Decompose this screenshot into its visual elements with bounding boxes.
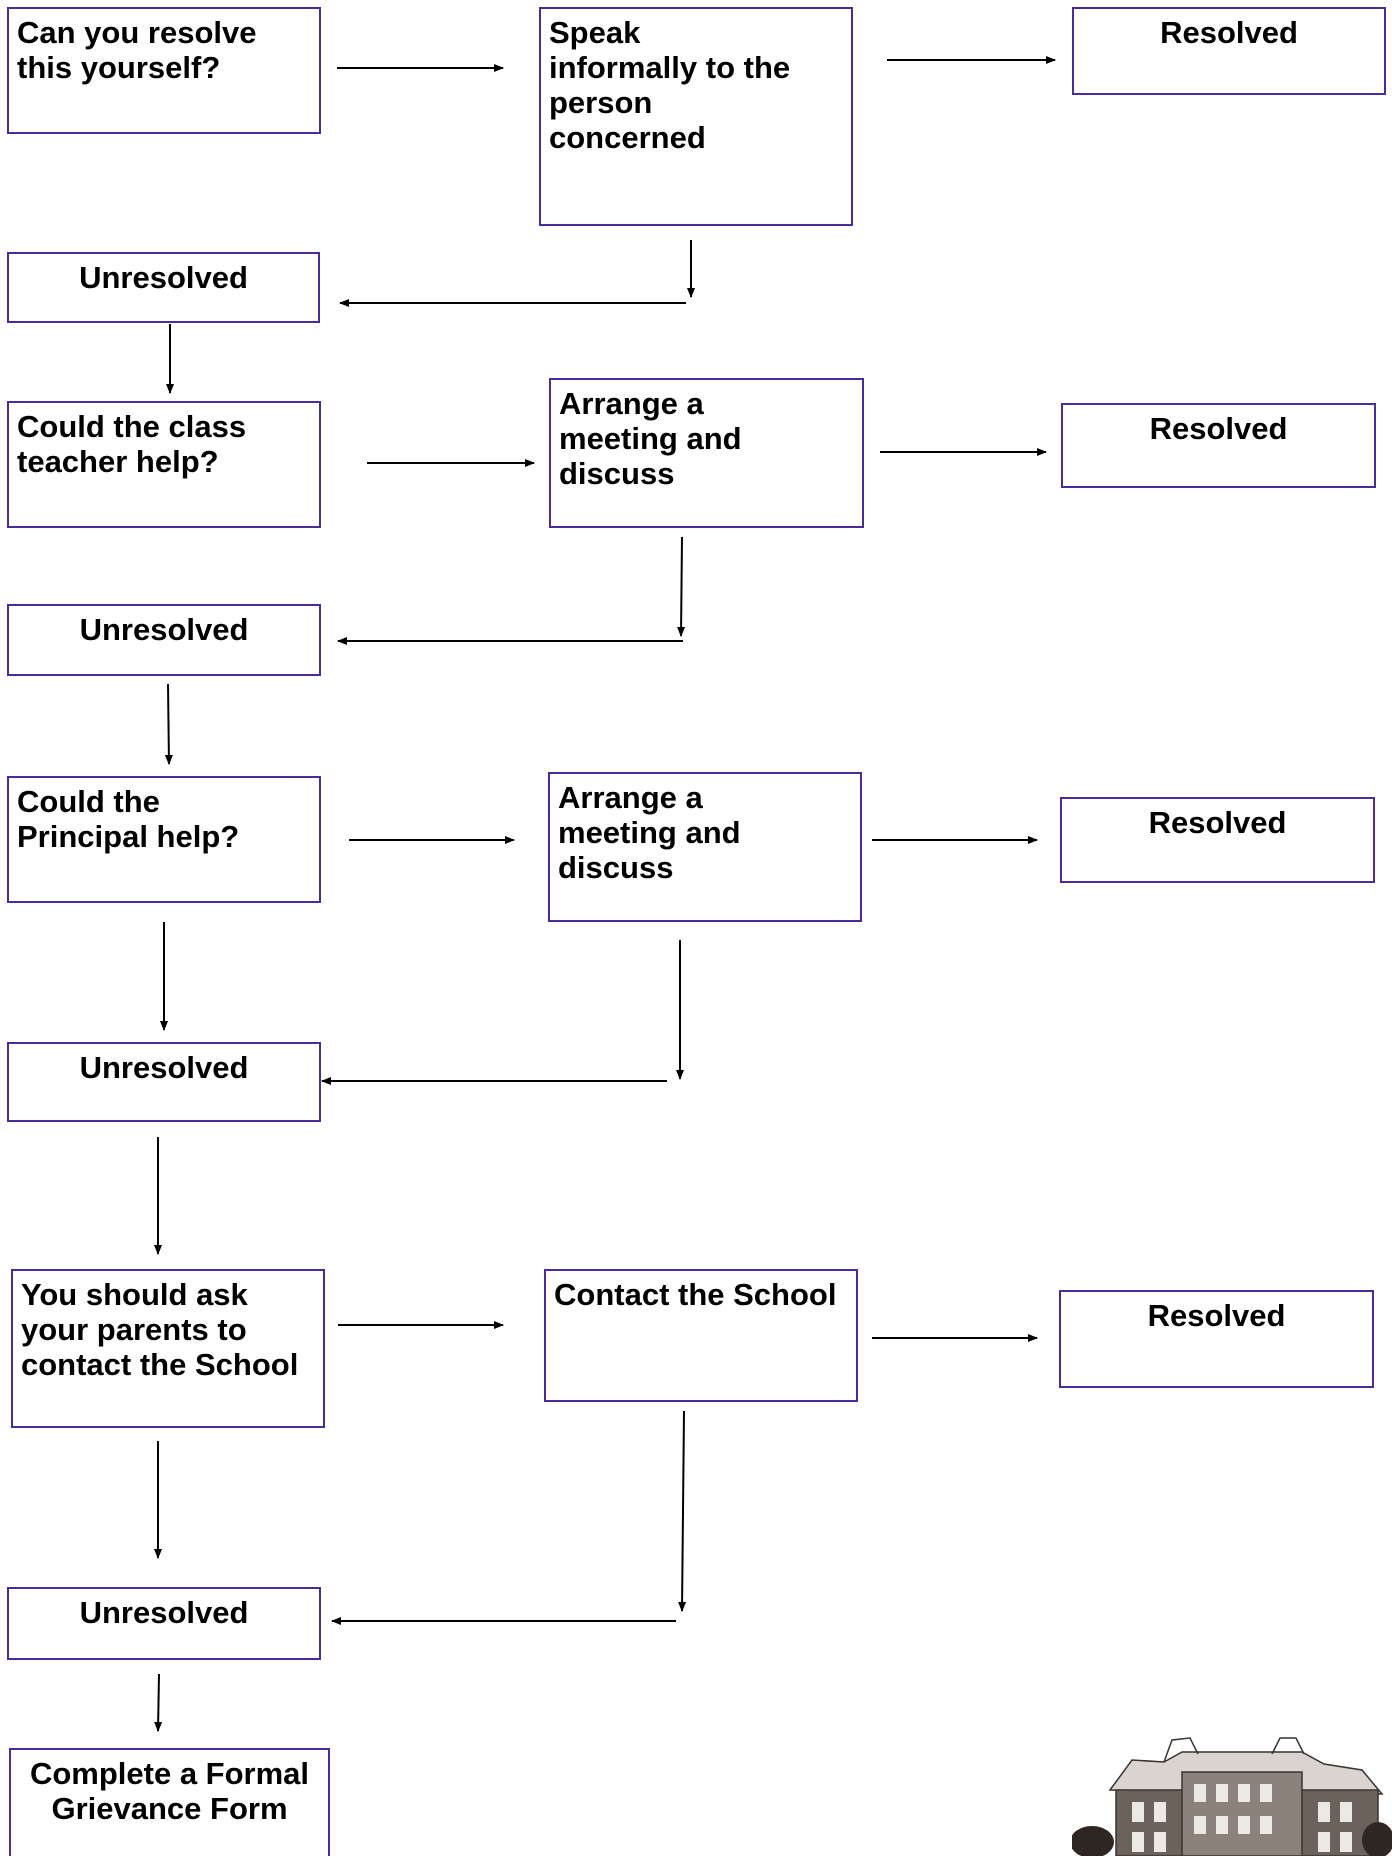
resolved-box-1: Resolved [1072, 7, 1386, 95]
arrange-meeting-box-1: Arrange a meeting and discuss [549, 378, 864, 528]
unresolved-box-1: Unresolved [7, 252, 320, 323]
school-building-drawing-icon [1072, 1732, 1392, 1856]
resolved-box-4: Resolved [1059, 1290, 1374, 1388]
arrow-u4-to-final [154, 1673, 163, 1732]
formal-grievance-form-box: Complete a Formal Grievance Form [9, 1748, 330, 1856]
arrange-meeting-box-2: Arrange a meeting and discuss [548, 772, 862, 922]
arrow-u2-to-q3 [164, 683, 173, 765]
ask-parents-box: You should ask your parents to contact t… [11, 1269, 325, 1428]
unresolved-box-2: Unresolved [7, 604, 321, 676]
speak-informally-box: Speak informally to the person concerned [539, 7, 853, 226]
unresolved-box-4: Unresolved [7, 1587, 321, 1660]
unresolved-box-3: Unresolved [7, 1042, 321, 1122]
arrow-a2-down [677, 536, 686, 637]
question-class-teacher-box: Could the class teacher help? [7, 401, 321, 528]
arrow-a4-down [678, 1410, 687, 1612]
resolved-box-3: Resolved [1060, 797, 1375, 883]
resolved-box-2: Resolved [1061, 403, 1376, 488]
question-resolve-yourself-box: Can you resolve this yourself? [7, 7, 321, 134]
question-principal-box: Could the Principal help? [7, 776, 321, 903]
contact-school-box: Contact the School [544, 1269, 858, 1402]
